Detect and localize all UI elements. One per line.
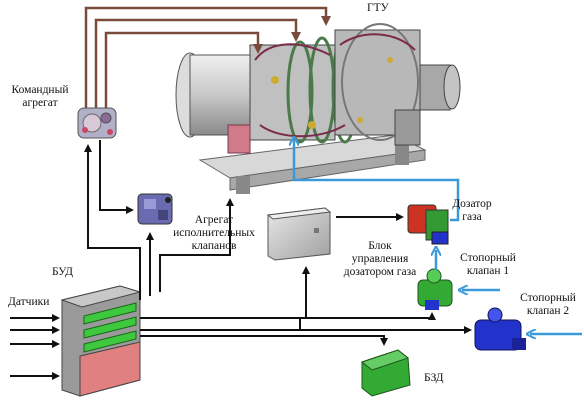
turbine-skid-front — [229, 149, 426, 191]
turbine-support — [394, 109, 421, 146]
stop-valve-1 — [417, 268, 453, 310]
command-to-actuator — [99, 140, 134, 214]
label-stop-valve-1-line2: клапан 1 — [466, 265, 510, 277]
gas-doser — [407, 204, 449, 245]
label-gas-doser: Дозатор газа — [446, 198, 498, 224]
bud-to-command-unit — [84, 144, 141, 300]
label-command-unit: Командный агрегат — [8, 84, 72, 110]
skid-leg-right — [395, 145, 409, 165]
label-gas-ctrl-line2: управления — [351, 253, 409, 265]
label-gas-ctrl-line3: дозатором газа — [343, 266, 417, 278]
compressor-rings — [286, 32, 359, 144]
hydraulic-lines — [84, 6, 331, 108]
cabinet-lower-red — [79, 341, 141, 397]
hydraulic-line-2 — [94, 18, 301, 108]
bud-to-bzd — [140, 335, 388, 346]
gas-turbine-unit — [175, 23, 461, 194]
gas-doser-to-gtu — [294, 140, 460, 222]
label-stop-valve-1: Стопорный клапан 1 — [456, 252, 520, 278]
bud-to-stop-valve-1 — [299, 312, 436, 330]
label-gas-doser-line1: Дозатор — [452, 198, 492, 210]
label-bzd: БЗД — [424, 372, 444, 384]
bud-cabinet — [60, 285, 142, 397]
label-actuator-valves-line3: клапанов — [191, 240, 237, 252]
gas-doser-control-box — [266, 207, 332, 261]
label-stop-valve-1-line1: Стопорный — [460, 252, 516, 264]
skid-leg-left — [236, 176, 250, 194]
label-stop-valve-2-line1: Стопорный — [520, 292, 576, 304]
label-gas-doser-line2: газа — [462, 211, 482, 223]
label-command-unit-line2: агрегат — [22, 97, 58, 109]
signal-arrows — [10, 140, 472, 380]
stop-valve-2 — [474, 307, 526, 351]
gas-flow-lines — [294, 140, 582, 334]
label-actuator-valves: Агрегат исполнительных клапанов — [168, 214, 260, 253]
turbine-exhaust-end — [443, 64, 461, 110]
actuator-valve-unit — [137, 193, 173, 225]
label-command-unit-line1: Командный — [11, 84, 69, 96]
bud-to-gas-ctrl — [140, 266, 310, 319]
turbine-fuel-equipment — [227, 124, 251, 154]
hydraulic-line-3 — [104, 31, 263, 108]
turbine-casing-ring — [341, 23, 419, 141]
label-actuator-valves-line1: Агрегат — [194, 214, 234, 226]
bzd-unit — [360, 349, 411, 397]
bud-to-gtu — [159, 198, 234, 292]
turbine-details — [271, 57, 393, 129]
turbine-piping — [254, 33, 416, 138]
label-sensors: Датчики — [8, 296, 50, 308]
cabinet-green-panels — [83, 302, 137, 353]
label-gas-doser-control: Блок управления дозатором газа — [330, 240, 430, 279]
turbine-inlet-body — [189, 54, 251, 136]
label-stop-valve-2: Стопорный клапан 2 — [516, 292, 580, 318]
hydraulic-line-1 — [84, 6, 331, 108]
label-actuator-valves-line2: исполнительных — [173, 227, 255, 239]
label-gtu: ГТУ — [367, 2, 389, 14]
label-stop-valve-2-line2: клапан 2 — [526, 305, 570, 317]
label-gas-ctrl-line1: Блок — [368, 240, 392, 252]
label-bud: БУД — [52, 266, 74, 278]
command-unit — [77, 107, 117, 139]
